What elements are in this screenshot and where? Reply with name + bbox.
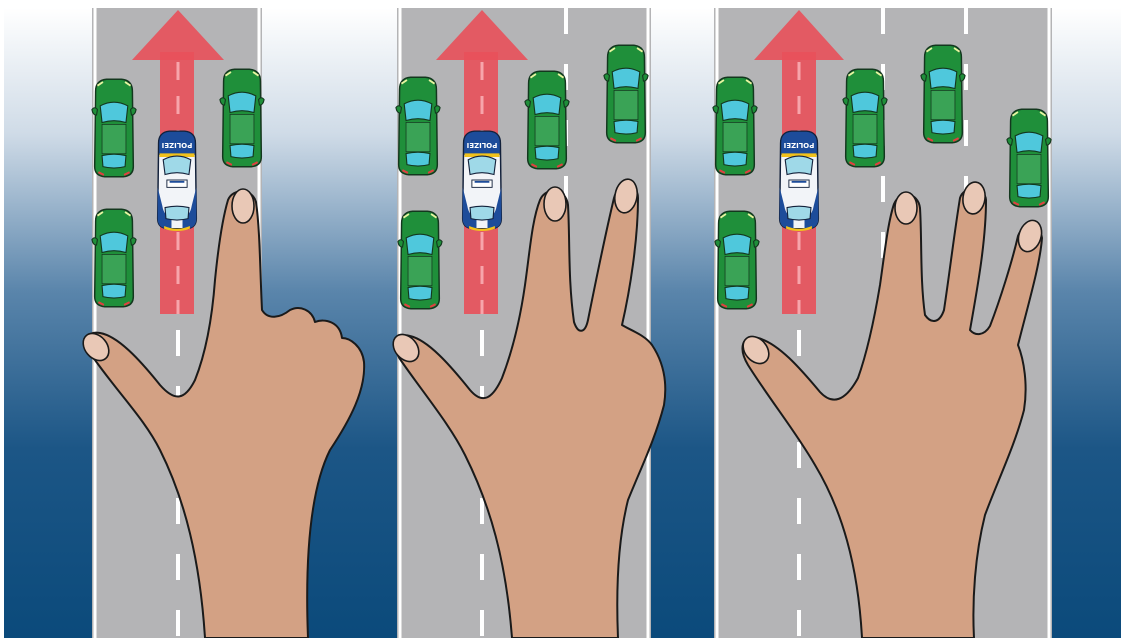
- car: [92, 79, 136, 177]
- car: [604, 45, 648, 143]
- car: [843, 69, 887, 167]
- car: [525, 71, 569, 169]
- car: [398, 211, 442, 309]
- fingernail: [232, 189, 254, 223]
- police-label: POLIZEI: [162, 141, 193, 149]
- car: [396, 77, 440, 175]
- police-label: POLIZEI: [784, 141, 815, 149]
- police-label: POLIZEI: [467, 141, 498, 149]
- car: [92, 209, 136, 307]
- fingernail: [544, 187, 566, 221]
- car: [1007, 109, 1051, 207]
- car: [921, 45, 965, 143]
- car: [715, 211, 759, 309]
- car: [713, 77, 757, 175]
- fingernail: [895, 192, 917, 224]
- car: [220, 69, 264, 167]
